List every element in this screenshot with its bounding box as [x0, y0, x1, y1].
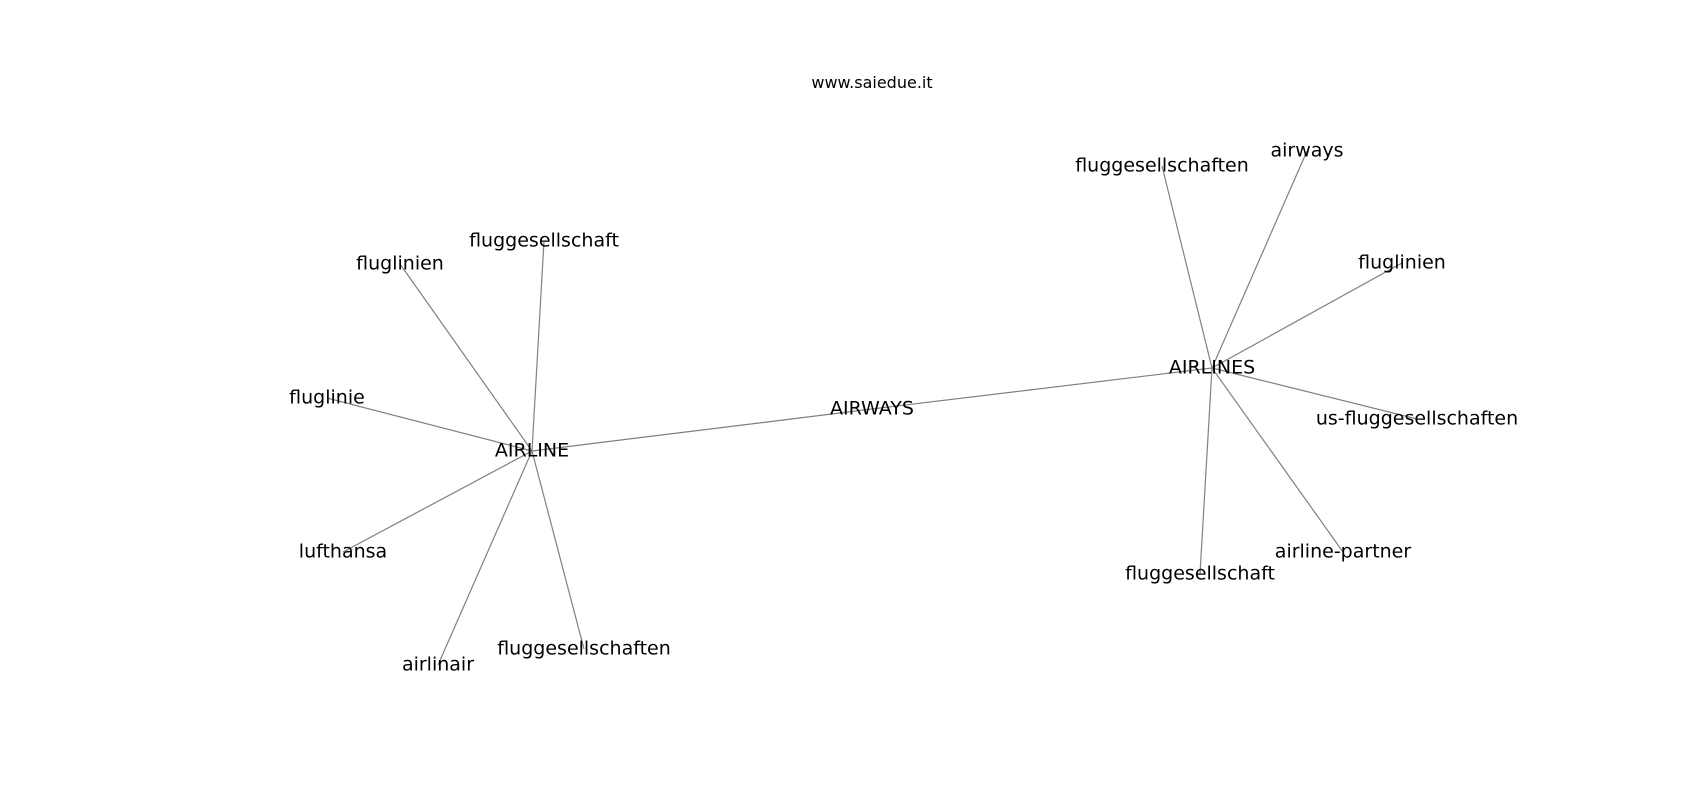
- edge-airline-a_fluggesellschaften: [531, 450, 585, 650]
- node-label-b-fluggesellschaft: fluggesellschaft: [1125, 563, 1275, 585]
- edge-airlines-b_airline_partner: [1211, 367, 1344, 553]
- edge-airlines-b_us_fluggesellschaften: [1211, 367, 1418, 420]
- node-label-b-airways: airways: [1270, 140, 1343, 162]
- edges-layer: [326, 150, 1418, 666]
- node-label-a-fluggesellschaften: fluggesellschaften: [497, 638, 671, 660]
- node-label-a-fluglinie: fluglinie: [289, 387, 365, 409]
- site-title: www.saiedue.it: [811, 73, 932, 92]
- node-label-airlines: AIRLINES: [1169, 357, 1255, 379]
- edge-airways_hub-airlines: [871, 367, 1213, 410]
- node-label-a-fluggesellschaft: fluggesellschaft: [469, 230, 619, 252]
- edge-airlines-b_fluggesellschaft: [1199, 367, 1213, 575]
- node-label-a-lufthansa: lufthansa: [299, 541, 387, 563]
- node-label-airline: AIRLINE: [495, 440, 569, 462]
- edge-airline-a_fluggesellschaft: [531, 240, 545, 452]
- node-label-b-fluglinien: fluglinien: [1358, 252, 1446, 274]
- node-label-b-fluggesellschaften: fluggesellschaften: [1075, 155, 1249, 177]
- node-label-airways-hub: AIRWAYS: [830, 398, 914, 420]
- node-label-a-airlinair: airlinair: [402, 654, 474, 676]
- edge-airline-a_airlinair: [437, 450, 533, 666]
- edge-airline-a_lufthansa: [342, 450, 533, 553]
- edge-airline-a_fluglinie: [326, 397, 533, 452]
- edge-airline-a_fluglinien: [399, 263, 533, 452]
- edge-airlines-b_airways: [1211, 150, 1308, 369]
- node-label-b-airline-partner: airline-partner: [1275, 541, 1412, 563]
- edge-airlines-b_fluggesellschaften: [1161, 165, 1213, 369]
- node-label-a-fluglinien: fluglinien: [356, 253, 444, 275]
- edge-airlines-b_fluglinien: [1211, 262, 1403, 369]
- nodes-layer: AIRWAYS AIRLINE AIRLINES fluglinien fluggese…: [289, 140, 1518, 676]
- node-label-b-us-fluggesellschaften: us-fluggesellschaften: [1316, 408, 1518, 430]
- edge-airline-airways_hub: [531, 408, 873, 452]
